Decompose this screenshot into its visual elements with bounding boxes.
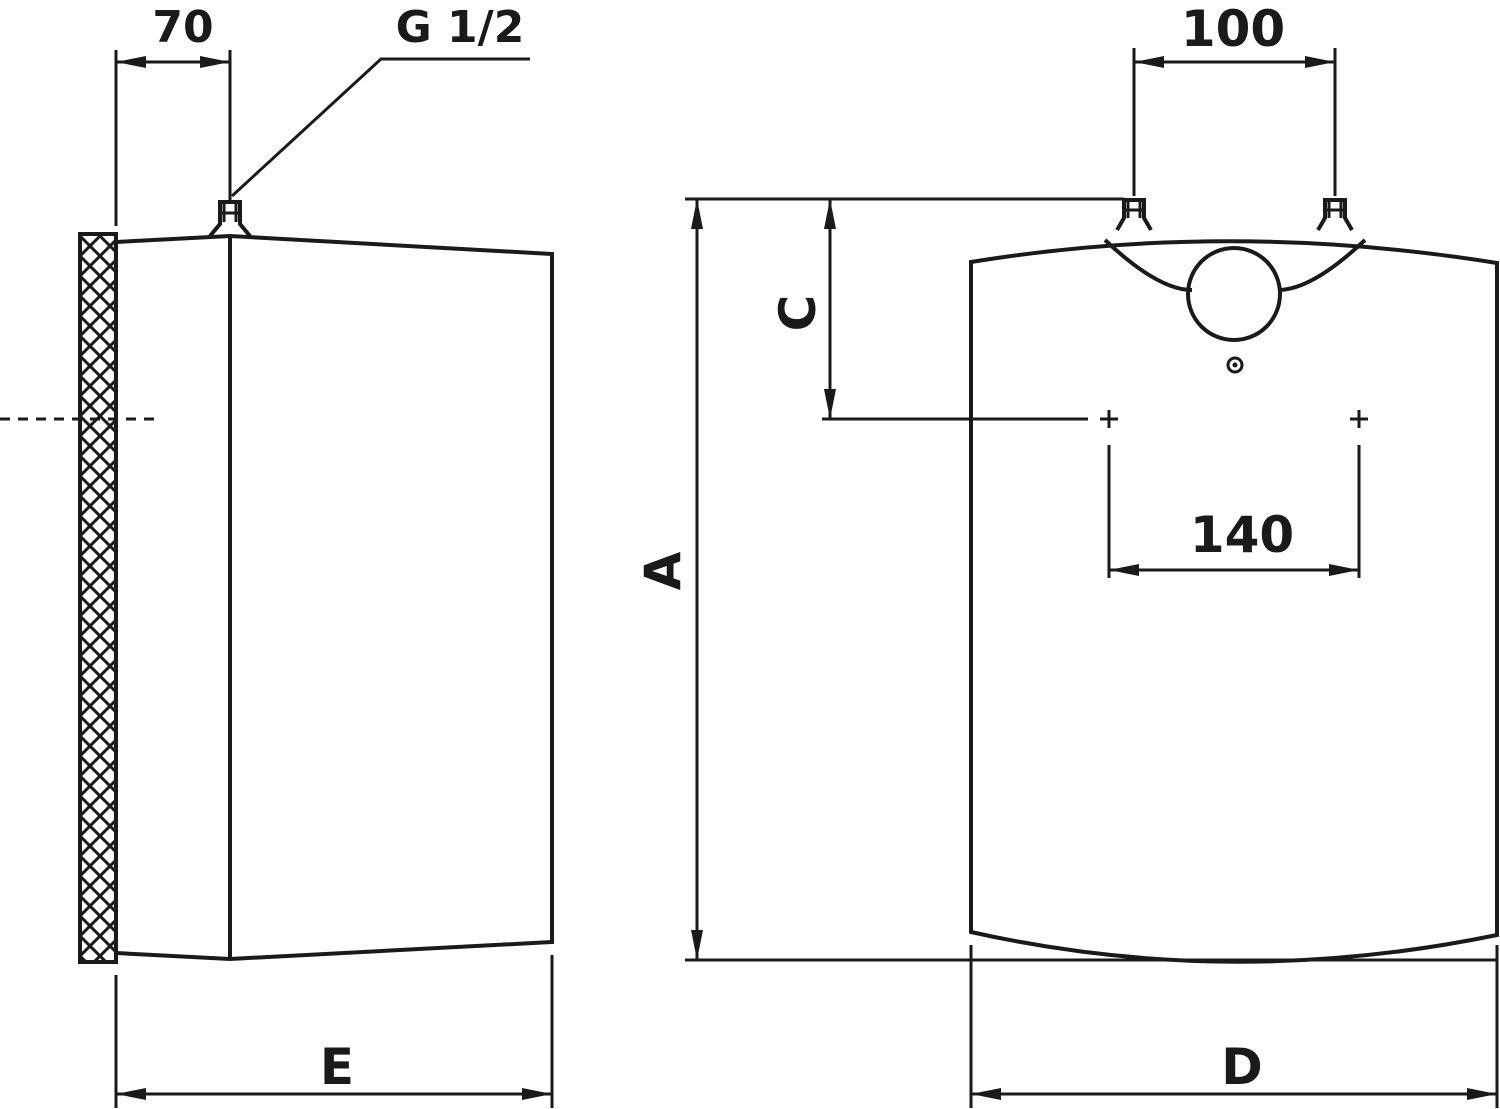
dim-label-e: E (320, 1038, 354, 1096)
dim-label-140: 140 (1190, 506, 1294, 564)
front-view: 100 A C 140 D (634, 0, 1499, 1108)
dim-label-d: D (1221, 1038, 1263, 1096)
dim-label-100: 100 (1181, 0, 1285, 58)
mount-point-left (1100, 410, 1118, 428)
dim-label-70: 70 (152, 2, 213, 53)
thermostat-knob (1186, 246, 1282, 342)
mount-point-right (1350, 410, 1368, 428)
side-body-outline (114, 233, 554, 962)
side-pipe-fitting (208, 200, 252, 238)
front-pipe-fitting-left (1115, 198, 1153, 232)
thread-leader (230, 57, 530, 198)
side-view: 70 G 1/2 E (0, 2, 554, 1108)
front-body-outline (969, 239, 1499, 964)
front-top-arc (1103, 238, 1193, 292)
wall-hatch (78, 232, 118, 964)
thread-label: G 1/2 (396, 2, 525, 53)
front-pipe-fitting-right (1316, 198, 1354, 232)
indicator-light (1226, 356, 1244, 374)
dim-label-c: C (769, 295, 827, 332)
dim-label-a: A (634, 551, 692, 590)
